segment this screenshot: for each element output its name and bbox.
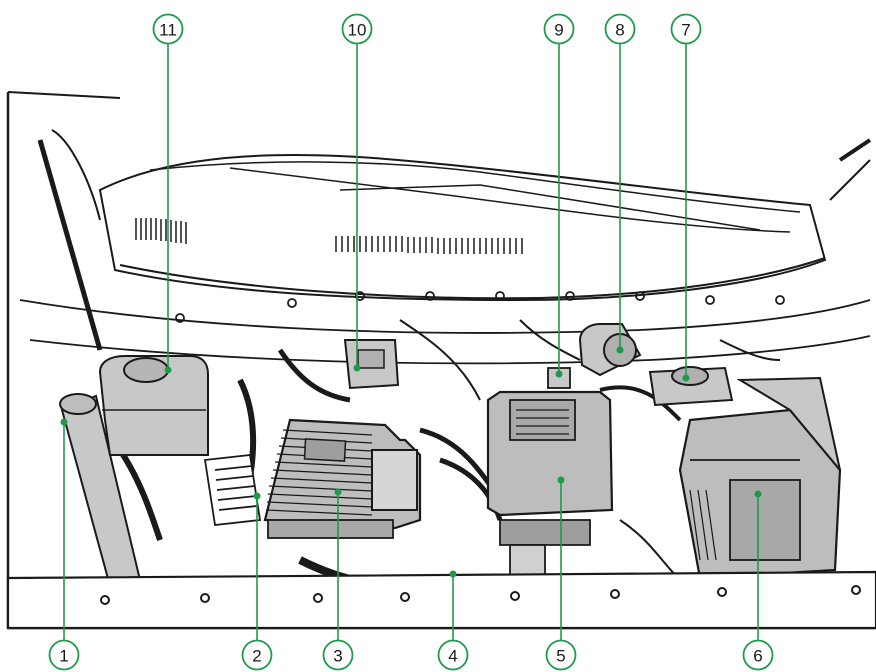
callout-number: 5 <box>556 647 565 666</box>
callout-target-dot <box>754 490 762 498</box>
part-6-battery <box>678 376 842 580</box>
callout-target-dot <box>353 364 361 372</box>
callout-11: 11 <box>152 13 184 374</box>
callout-ring <box>604 13 636 45</box>
part-11-coolant-reservoir <box>98 355 209 456</box>
callout-3: 3 <box>322 488 354 671</box>
callout-target-dot <box>616 346 624 354</box>
part-2-bracket <box>203 454 262 526</box>
callout-ring <box>322 639 354 671</box>
callout-4: 4 <box>437 570 469 671</box>
front-crossmember <box>6 570 876 630</box>
part-5-junction-box <box>486 390 614 576</box>
callout-target-dot <box>682 374 690 382</box>
callout-6: 6 <box>742 490 774 671</box>
callout-ring <box>48 639 80 671</box>
callout-2: 2 <box>241 492 273 671</box>
part-8-fluid-reservoir <box>578 323 642 377</box>
callout-1: 1 <box>48 418 80 671</box>
callout-target-dot <box>253 492 261 500</box>
cowl-vent-left <box>135 218 187 244</box>
part-10-connector <box>343 339 400 390</box>
callout-target-dot <box>60 418 68 426</box>
part-3-control-module <box>263 418 422 539</box>
callout-target-dot <box>449 570 457 578</box>
callout-number: 8 <box>615 21 624 40</box>
callout-layer: 1 2 3 4 5 6 7 8 9 10 11 <box>48 13 774 671</box>
callout-ring <box>152 13 184 45</box>
hoses-and-wiring <box>117 319 781 588</box>
callout-ring <box>437 639 469 671</box>
callout-target-dot <box>555 370 563 378</box>
callout-number: 11 <box>159 21 177 40</box>
callout-number: 6 <box>753 647 762 666</box>
callout-10: 10 <box>341 13 373 372</box>
callout-number: 4 <box>448 647 457 666</box>
callout-ring <box>341 13 373 45</box>
callout-ring <box>545 639 577 671</box>
callout-number: 9 <box>554 21 563 40</box>
windshield-cowl <box>98 154 827 302</box>
callout-5: 5 <box>545 476 577 671</box>
callout-7: 7 <box>670 13 702 382</box>
callout-ring <box>742 639 774 671</box>
callout-target-dot <box>334 488 342 496</box>
callout-number: 3 <box>333 647 342 666</box>
callout-number: 10 <box>348 21 367 40</box>
hood-struts <box>37 129 872 351</box>
callout-target-dot <box>164 366 172 374</box>
callout-number: 1 <box>59 647 68 666</box>
callout-number: 2 <box>252 647 261 666</box>
callout-8: 8 <box>604 13 636 354</box>
cowl-vent-center <box>335 236 523 254</box>
callout-target-dot <box>557 476 565 484</box>
part-7-washer-reservoir <box>648 366 734 407</box>
callout-ring <box>543 13 575 45</box>
callout-9: 9 <box>543 13 575 378</box>
callout-ring <box>670 13 702 45</box>
callout-number: 7 <box>681 21 690 40</box>
callout-ring <box>241 639 273 671</box>
